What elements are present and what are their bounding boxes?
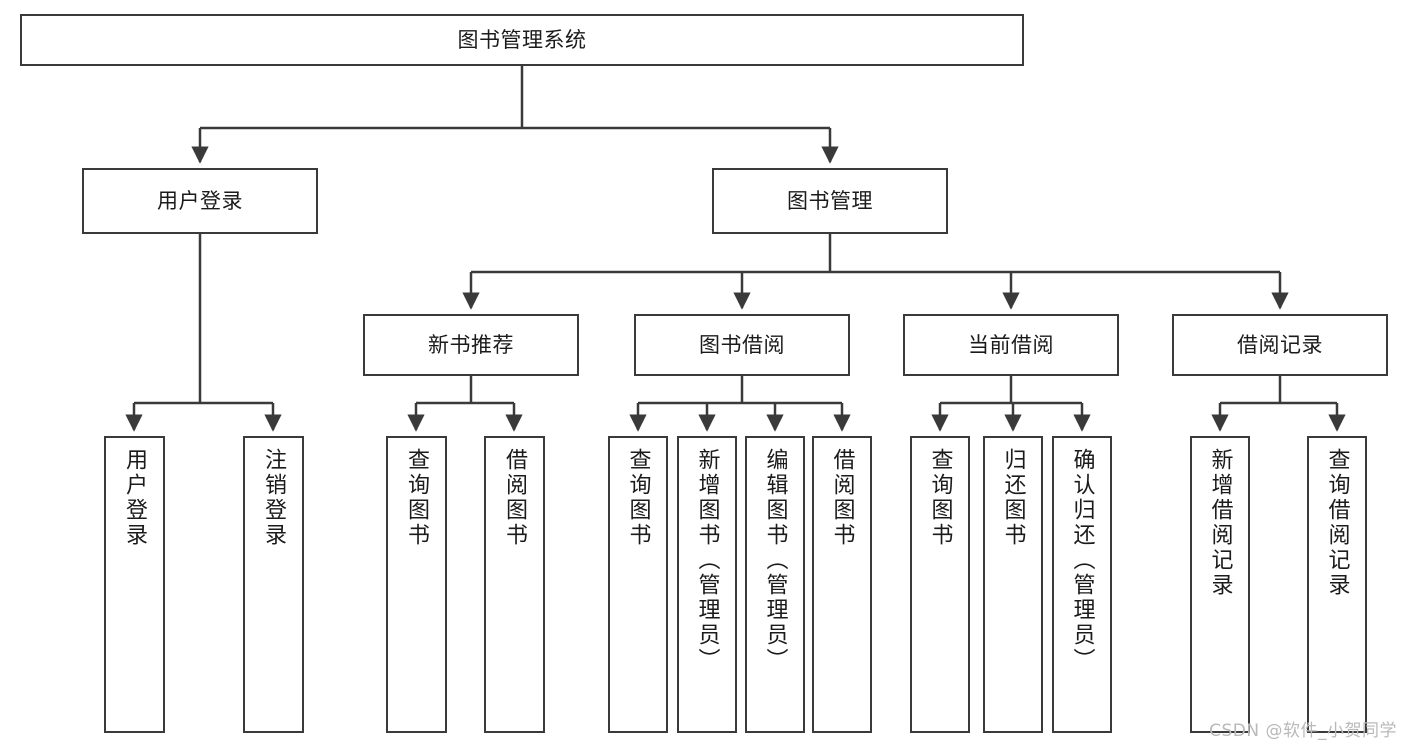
node-leaf-add-borrow-record[interactable]: 新增借阅记录: [1190, 436, 1250, 733]
node-leaf-borrow-book-rec[interactable]: 借阅图书: [484, 436, 545, 733]
node-leaf-query-book-rec[interactable]: 查询图书: [386, 436, 447, 733]
node-leaf-user-logout[interactable]: 注销登录: [243, 436, 304, 733]
node-new-book-recommend[interactable]: 新书推荐: [363, 314, 579, 376]
node-book-borrow[interactable]: 图书借阅: [634, 314, 850, 376]
node-current-borrow[interactable]: 当前借阅: [903, 314, 1119, 376]
node-leaf-user-login-label: 用户登录: [122, 448, 148, 548]
node-leaf-query-book-current-label: 查询图书: [927, 448, 953, 548]
node-book-manage-label: 图书管理: [787, 188, 873, 213]
node-user-login[interactable]: 用户登录: [82, 168, 318, 234]
node-book-borrow-label: 图书借阅: [699, 332, 785, 357]
node-current-borrow-label: 当前借阅: [968, 332, 1054, 357]
node-borrow-record-label: 借阅记录: [1237, 332, 1323, 357]
node-leaf-return-book[interactable]: 归还图书: [983, 436, 1043, 733]
node-leaf-return-book-label: 归还图书: [1000, 448, 1026, 548]
node-new-book-recommend-label: 新书推荐: [428, 332, 514, 357]
node-leaf-query-borrow-record[interactable]: 查询借阅记录: [1307, 436, 1367, 733]
node-borrow-record[interactable]: 借阅记录: [1172, 314, 1388, 376]
node-leaf-confirm-return-label: 确认归还（管理员）: [1069, 448, 1095, 673]
node-leaf-query-borrow-record-label: 查询借阅记录: [1324, 448, 1350, 598]
node-root[interactable]: 图书管理系统: [20, 14, 1024, 66]
node-leaf-borrow-book-rec-label: 借阅图书: [502, 448, 528, 548]
node-book-manage[interactable]: 图书管理: [712, 168, 948, 234]
node-user-login-label: 用户登录: [157, 188, 243, 213]
node-leaf-add-book-admin[interactable]: 新增图书（管理员）: [677, 436, 737, 733]
node-leaf-borrow-book-label: 借阅图书: [829, 448, 855, 548]
node-leaf-user-login[interactable]: 用户登录: [104, 436, 165, 733]
node-leaf-confirm-return[interactable]: 确认归还（管理员）: [1052, 436, 1112, 733]
node-leaf-query-book-current[interactable]: 查询图书: [910, 436, 970, 733]
node-leaf-query-book-borrow[interactable]: 查询图书: [608, 436, 668, 733]
node-leaf-add-book-admin-label: 新增图书（管理员）: [694, 448, 720, 673]
node-leaf-borrow-book[interactable]: 借阅图书: [812, 436, 872, 733]
watermark-text: CSDN @软件_小贺同学: [1209, 721, 1397, 741]
node-leaf-query-book-rec-label: 查询图书: [404, 448, 430, 548]
node-leaf-query-book-borrow-label: 查询图书: [625, 448, 651, 548]
node-leaf-user-logout-label: 注销登录: [261, 448, 287, 548]
node-leaf-edit-book-admin[interactable]: 编辑图书（管理员）: [745, 436, 805, 733]
node-leaf-add-borrow-record-label: 新增借阅记录: [1207, 448, 1233, 598]
node-root-label: 图书管理系统: [457, 27, 587, 52]
node-leaf-edit-book-admin-label: 编辑图书（管理员）: [762, 448, 788, 673]
